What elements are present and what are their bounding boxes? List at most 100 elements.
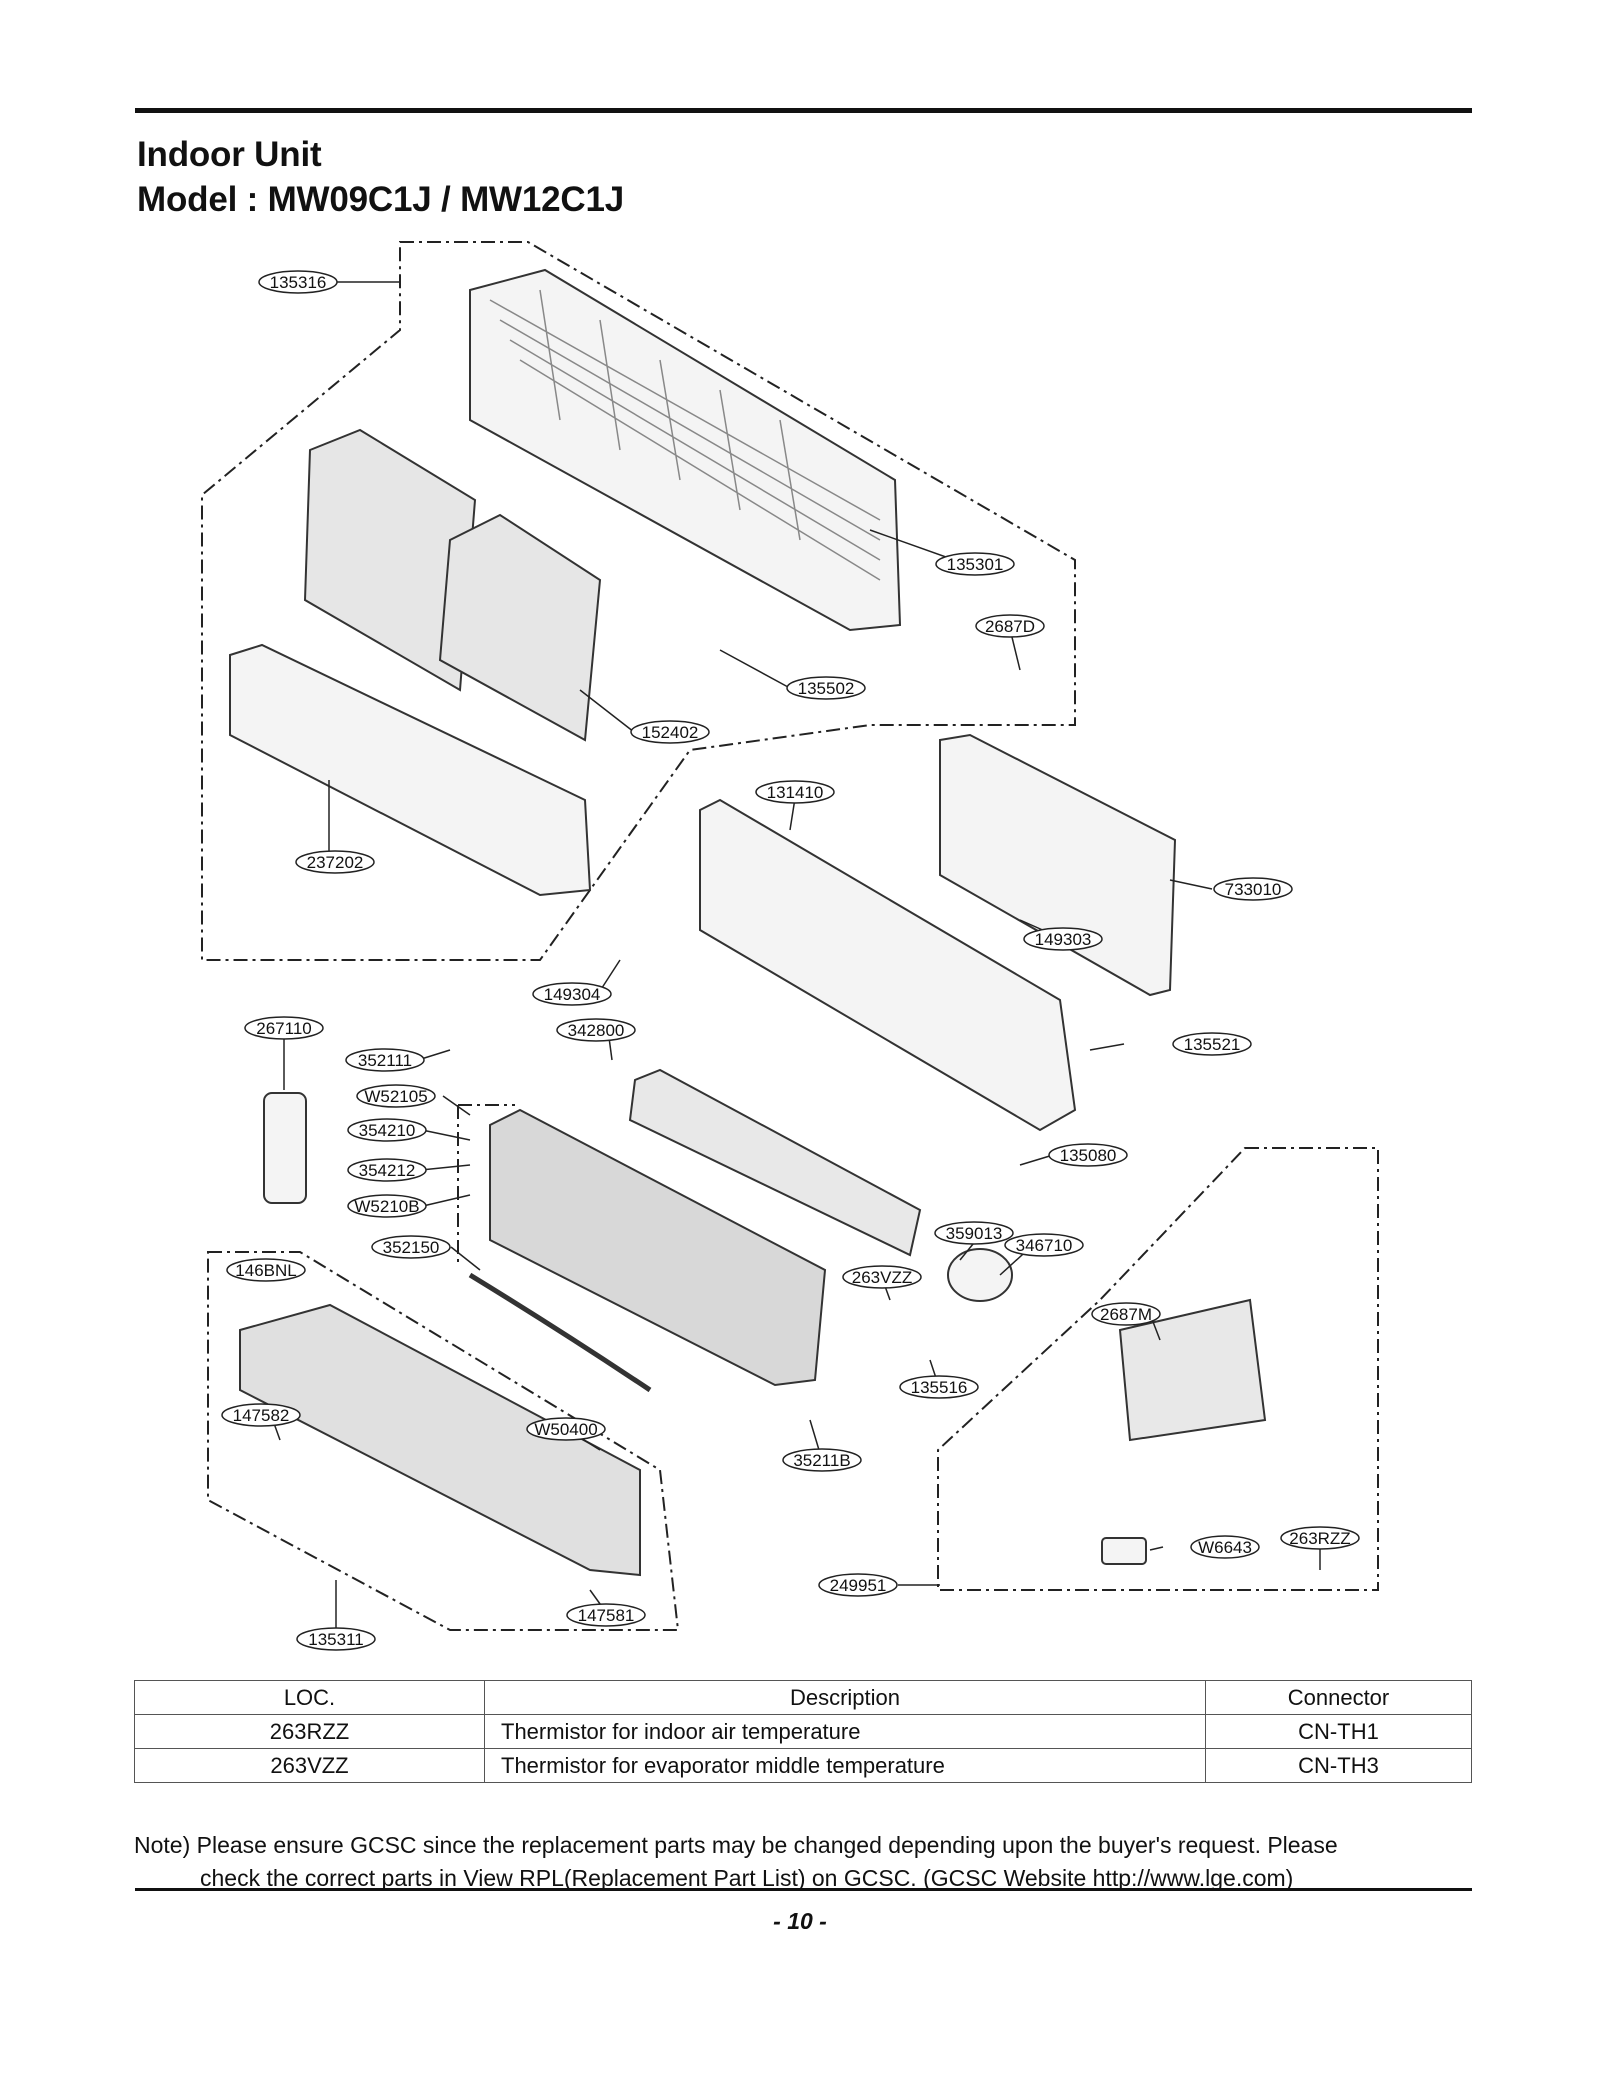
callout-label: W6643 [1198, 1538, 1252, 1557]
callout-bubble [1004, 1233, 1084, 1257]
chassis-frame-shape [699, 798, 1077, 1132]
callout-bubble [1023, 927, 1103, 951]
callout-bubble [371, 1235, 451, 1259]
callout-bubble [1048, 1143, 1128, 1167]
callout-label: 346710 [1016, 1236, 1073, 1255]
callout-label: 263VZZ [852, 1268, 912, 1287]
top-rule [135, 108, 1472, 113]
callout-352150: 352150 [371, 1235, 451, 1259]
cell-description: Thermistor for indoor air temperature [484, 1714, 1206, 1749]
callout-label: 2687D [985, 617, 1035, 636]
callout-342800: 342800 [556, 1018, 636, 1042]
callout-label: 267110 [256, 1019, 311, 1038]
filter-right-shape [438, 513, 602, 742]
callout-w52105: W52105 [356, 1084, 436, 1108]
callout-bubble [296, 1627, 376, 1651]
callout-152402: 152402 [630, 720, 710, 744]
callout-bubble [258, 270, 338, 294]
callout-label: 352150 [383, 1238, 440, 1257]
callout-label: 237202 [307, 853, 364, 872]
callout-bubble [347, 1158, 427, 1182]
callout-label: 131410 [767, 783, 824, 802]
callout-label: 342800 [568, 1021, 625, 1040]
callout-label: 149304 [544, 985, 601, 1004]
callout-label: W5210B [354, 1197, 419, 1216]
page-title: Indoor Unit [137, 135, 322, 174]
callout-bubble [975, 614, 1045, 638]
callout-135521: 135521 [1172, 1032, 1252, 1056]
part-drawings [229, 268, 1267, 1577]
header-description: Description [484, 1680, 1206, 1715]
callout-label: 147582 [233, 1406, 290, 1425]
callout-bubble [1172, 1032, 1252, 1056]
callout-2687m: 2687M [1091, 1302, 1161, 1326]
callout-w6643: W6643 [1190, 1535, 1260, 1559]
callout-label: 135521 [1184, 1035, 1241, 1054]
fan-motor-shape [947, 1248, 1013, 1302]
callout-bubble [1280, 1526, 1360, 1550]
cell-connector: CN-TH1 [1205, 1714, 1472, 1749]
cross-flow-fan-shape [628, 1068, 922, 1257]
parts-table: LOC. Description Connector 263RZZ Thermi… [134, 1680, 1472, 1783]
callout-bubble [786, 676, 866, 700]
callout-bubble [295, 850, 375, 874]
callout-135080: 135080 [1048, 1143, 1128, 1167]
callout-237202: 237202 [295, 850, 375, 874]
callout-label: 135516 [911, 1378, 968, 1397]
remote-control-shape [263, 1092, 307, 1204]
callout-bubble [347, 1118, 427, 1142]
callout-label: 147581 [578, 1606, 635, 1625]
front-panel-shape [229, 643, 592, 897]
callout-bubble [221, 1403, 301, 1427]
callout-135311: 135311 [296, 1627, 376, 1651]
evaporator-shape [489, 1108, 827, 1387]
callout-w5210b: W5210B [347, 1194, 427, 1218]
dashed-group-outlines [201, 241, 1379, 1631]
callout-label: 2687M [1100, 1305, 1152, 1324]
callout-352111: 352111 [345, 1048, 425, 1072]
cell-connector: CN-TH3 [1205, 1748, 1472, 1783]
callout-label: 359013 [946, 1224, 1003, 1243]
callout-bubble [556, 1018, 636, 1042]
callout-labels: 1353161353012687D13550215240223720213141… [221, 270, 1360, 1651]
table-row: 263VZZ Thermistor for evaporator middle … [134, 1748, 1472, 1783]
cell-loc: 263RZZ [134, 1714, 485, 1749]
callout-bubble [630, 720, 710, 744]
callout-label: 249951 [830, 1576, 887, 1595]
front-chassis-shape [469, 268, 902, 632]
callout-147582: 147582 [221, 1403, 301, 1427]
note-line-2: check the correct parts in View RPL(Repl… [200, 1865, 1294, 1891]
callout-733010: 733010 [1213, 877, 1293, 901]
lower-left-group-outline [207, 1251, 680, 1631]
callout-label: 352111 [358, 1051, 412, 1070]
callout-label: 35211B [793, 1451, 850, 1470]
callout-135516: 135516 [899, 1375, 979, 1399]
callout-label: 135311 [308, 1630, 363, 1649]
callout-149304: 149304 [532, 982, 612, 1006]
pcb-assembly-shape [1118, 1298, 1267, 1442]
callout-bubble [818, 1573, 898, 1597]
table-row: 263RZZ Thermistor for indoor air tempera… [134, 1714, 1472, 1749]
callout-label: W52105 [364, 1087, 427, 1106]
callout-346710: 346710 [1004, 1233, 1084, 1257]
terminal-block-shape [1101, 1537, 1147, 1565]
callout-bubble [1213, 877, 1293, 901]
callout-bubble [899, 1375, 979, 1399]
callout-bubble [244, 1016, 324, 1040]
callout-bubble [1091, 1302, 1161, 1326]
callout-354210: 354210 [347, 1118, 427, 1142]
installation-plate-shape [939, 733, 1177, 997]
callout-label: 152402 [642, 723, 699, 742]
callout-131410: 131410 [755, 780, 835, 804]
callout-35211b: 35211B [782, 1448, 862, 1472]
callout-263vzz: 263VZZ [842, 1265, 922, 1289]
callout-label: 135080 [1060, 1146, 1117, 1165]
callout-263rzz: 263RZZ [1280, 1526, 1360, 1550]
callout-bubble [842, 1265, 922, 1289]
evaporator-group-outline [457, 1104, 515, 1262]
cell-loc: 263VZZ [134, 1748, 485, 1783]
callout-bubble [755, 780, 835, 804]
callout-bubble [345, 1048, 425, 1072]
cell-description: Thermistor for evaporator middle tempera… [484, 1748, 1206, 1783]
drain-hose-shape [468, 1272, 652, 1393]
